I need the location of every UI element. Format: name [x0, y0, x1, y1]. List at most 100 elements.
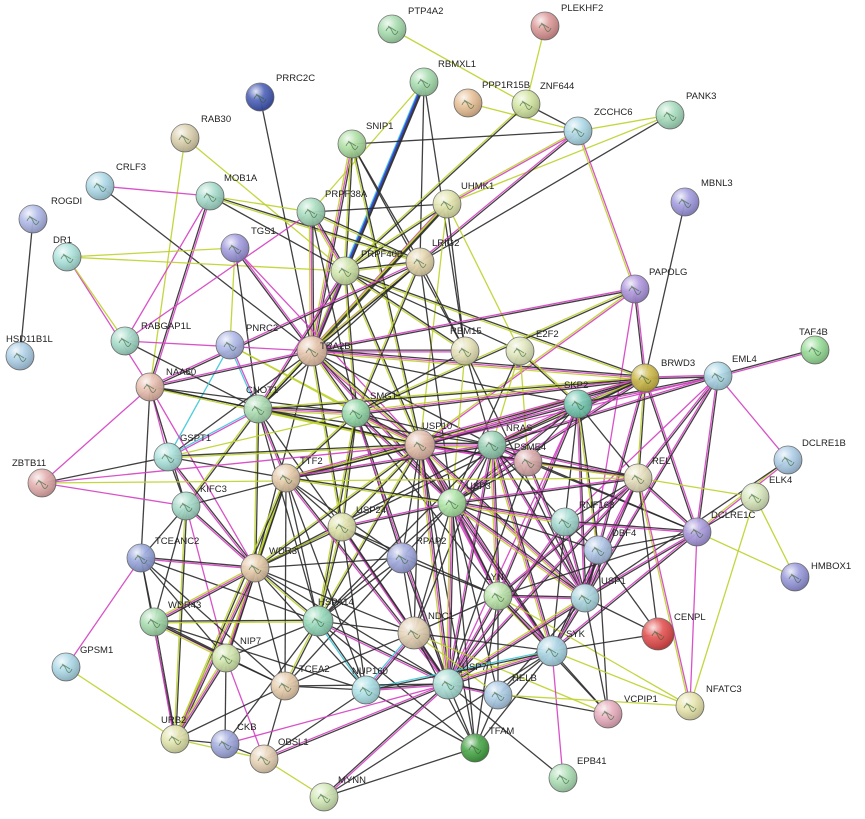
node-syk[interactable]: SYK: [536, 629, 586, 667]
node-label: DR1: [53, 235, 72, 246]
protein-structure-icon: [279, 474, 293, 484]
node-lrig2[interactable]: LRIG2: [405, 238, 459, 277]
node-tcea2[interactable]: TCEA2: [270, 664, 330, 701]
node-rel[interactable]: REL: [623, 456, 670, 493]
node-pank3[interactable]: PANK3: [655, 91, 716, 130]
node-ptp4a2[interactable]: PTP4A2: [377, 6, 443, 44]
node-nfatc3[interactable]: NFATC3: [675, 684, 742, 721]
node-crlf3[interactable]: CRLF3: [85, 162, 146, 201]
node-mynn[interactable]: MYNN: [309, 775, 366, 812]
node-mob1a[interactable]: MOB1A: [195, 173, 258, 211]
node-plekhf2[interactable]: PLEKHF2: [530, 3, 603, 41]
node-prpf38a[interactable]: PRPF38A: [296, 189, 368, 227]
edge-TRA2B-USP10: [312, 349, 422, 445]
node-helb[interactable]: HELB: [483, 673, 537, 710]
node-rpap2[interactable]: RPAP2: [386, 536, 446, 574]
edge-MOB1A-NAA50: [148, 195, 210, 387]
edge-USP3-LYN: [450, 503, 498, 597]
node-rogdi[interactable]: ROGDI: [18, 196, 82, 234]
node-eml4[interactable]: EML4: [703, 354, 757, 391]
node-gpsm1[interactable]: GPSM1: [51, 645, 113, 682]
node-uhmk1[interactable]: UHMK1: [432, 181, 494, 219]
node-mbnl3[interactable]: MBNL3: [670, 178, 733, 217]
edge-CNOT1-SMG1: [257, 408, 357, 414]
node-tceanc2[interactable]: TCEANC2: [126, 536, 199, 573]
edge-NRAS-WDR3: [254, 444, 493, 569]
node-obsl1[interactable]: OBSL1: [249, 737, 309, 774]
node-dr1[interactable]: DR1: [52, 235, 82, 272]
node-lyn[interactable]: LYN: [483, 572, 513, 611]
node-dbf4[interactable]: DBF4: [583, 528, 636, 565]
node-brwd3[interactable]: BRWD3: [630, 358, 695, 393]
node-nras[interactable]: NRAS: [477, 423, 532, 460]
node-tra2b[interactable]: TRA2B: [296, 335, 351, 367]
node-skp2[interactable]: SKP2: [563, 380, 593, 419]
node-prrc2c[interactable]: PRRC2C: [245, 73, 315, 112]
node-usp7[interactable]: USP7: [432, 662, 487, 700]
node-wdr3[interactable]: WDR3: [240, 546, 297, 583]
edge-TGS1-TRA2B: [235, 247, 314, 351]
edge-HSPA14-USP7: [317, 621, 448, 686]
edge-REL-USP7: [446, 476, 638, 684]
node-label: ZCCHC6: [594, 107, 633, 118]
node-dclre1c[interactable]: DCLRE1C: [682, 510, 755, 547]
node-hsd11b1l[interactable]: HSD11B1L: [5, 334, 53, 371]
node-rnf168[interactable]: RNF168: [550, 500, 614, 537]
node-cnot1[interactable]: CNOT1: [243, 385, 278, 424]
node-nup160[interactable]: NUP160: [351, 666, 388, 705]
node-prpf40b[interactable]: PRPF40B: [330, 249, 403, 286]
node-papolg[interactable]: PAPOLG: [620, 267, 687, 304]
node-ttf2[interactable]: TTF2: [271, 456, 323, 493]
node-snip1[interactable]: SNIP1: [337, 121, 393, 159]
edge-TTF2-USP7: [286, 477, 450, 684]
edge-BRWD3-CNOT1: [257, 376, 645, 409]
node-urb2[interactable]: URB2: [160, 715, 190, 754]
edge-EML4-REL: [638, 376, 720, 479]
node-smg1[interactable]: SMG1: [341, 391, 397, 428]
node-usp24[interactable]: USP24: [327, 505, 386, 542]
node-znf644[interactable]: ZNF644: [511, 81, 574, 119]
node-hmbox1[interactable]: HMBOX1: [780, 561, 851, 592]
node-rabgap1l[interactable]: RABGAP1L: [110, 321, 191, 356]
node-e2f2[interactable]: E2F2: [505, 329, 559, 366]
node-usp3[interactable]: USP3: [437, 481, 491, 518]
node-dclre1b[interactable]: DCLRE1B: [773, 438, 846, 475]
node-ckb[interactable]: CKB: [210, 722, 257, 759]
protein-structure-icon: [571, 400, 585, 410]
edge-KIFC3-WDR3: [186, 504, 257, 568]
node-tgs1[interactable]: TGS1: [220, 226, 276, 263]
edge-WDR3-TCEA2: [254, 567, 286, 687]
node-cenpl[interactable]: CENPL: [641, 612, 706, 651]
node-usp1[interactable]: USP1: [570, 576, 626, 613]
edge-CRLF3-MOB1A: [99, 185, 211, 197]
node-rab30[interactable]: RAB30: [170, 114, 231, 153]
node-kifc3[interactable]: KIFC3: [171, 484, 227, 521]
node-label: NRAS: [506, 423, 532, 434]
node-rbmxl1[interactable]: RBMXL1: [409, 59, 476, 97]
node-taf4b[interactable]: TAF4B: [799, 327, 830, 365]
node-zcchc6[interactable]: ZCCHC6: [563, 107, 633, 146]
edge-LRIG2-RBM15: [419, 261, 466, 352]
edge-GSPT1-USP10: [167, 443, 421, 457]
node-usp10[interactable]: USP10: [404, 421, 452, 461]
node-psme4[interactable]: PSME4: [513, 442, 546, 477]
node-naa50[interactable]: NAA50: [135, 367, 196, 402]
node-pnrc2[interactable]: PNRC2: [215, 323, 278, 360]
node-ppp1r15b[interactable]: PPP1R15B: [453, 80, 530, 118]
node-gspt1[interactable]: GSPT1: [153, 433, 211, 472]
edge-SKP2-USP3: [451, 402, 578, 503]
node-vcpip1[interactable]: VCPIP1: [593, 694, 658, 729]
node-label: CNOT1: [246, 385, 278, 396]
node-wdr43[interactable]: WDR43: [139, 600, 201, 637]
node-hspa14[interactable]: HSPA14: [302, 597, 354, 637]
node-zbtb11[interactable]: ZBTB11: [12, 458, 57, 498]
node-rbm15[interactable]: RBM15: [450, 326, 482, 366]
node-tfam[interactable]: TFAM: [460, 726, 514, 763]
protein-structure-icon: [93, 182, 107, 192]
protein-structure-icon: [407, 629, 421, 639]
node-elk4[interactable]: ELK4: [740, 475, 792, 512]
node-ndc1[interactable]: NDC1: [397, 611, 454, 650]
node-epb41[interactable]: EPB41: [548, 756, 607, 793]
edge-HSPA14-USP7: [318, 619, 449, 684]
node-nip7[interactable]: NIP7: [211, 636, 261, 673]
